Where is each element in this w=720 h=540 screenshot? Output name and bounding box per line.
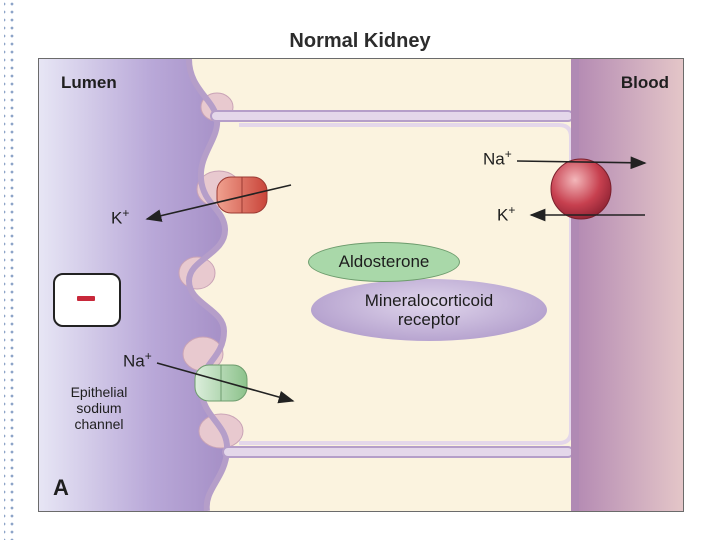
receptor-label-line-1: Mineralocorticoid [364, 291, 494, 310]
minus-sign-icon [77, 296, 95, 301]
blood-label: Blood [620, 73, 669, 92]
enac-label: Epithelial sodium channel [51, 384, 147, 432]
basal-potassium-label: K+ [497, 203, 516, 225]
apical-membrane [185, 59, 231, 511]
apical-sodium-label: Na+ [123, 349, 152, 371]
diagram-title: Normal Kidney [289, 30, 431, 52]
basolateral-membrane [571, 59, 579, 511]
enac-label-line-1: Epithelial [70, 384, 128, 400]
sodium-efflux-arrow [516, 156, 647, 170]
kidney-diagram: Lumen Blood K+ Na+ Na+ K+ Epithelial sod… [38, 58, 684, 512]
potassium-channel [216, 176, 268, 214]
sodium-absorption-arrow [156, 362, 295, 404]
receptor-label-line-2: receptor [397, 310, 461, 329]
sodium-potassium-pump [550, 158, 612, 220]
diagram-drawing [39, 59, 683, 511]
lumen-label: Lumen [61, 73, 117, 92]
potassium-secretion-arrow [145, 184, 292, 222]
enac-label-line-3: channel [74, 416, 124, 432]
mineralocorticoid-receptor: Mineralocorticoid receptor [311, 279, 547, 341]
lumen-region [39, 59, 228, 511]
epithelial-sodium-channel [194, 364, 248, 402]
negative-charge-indicator [53, 273, 121, 327]
panel-letter: A [53, 475, 69, 500]
slide-dot-border [4, 0, 16, 540]
enac-label-line-2: sodium [76, 400, 122, 416]
aldosterone-label: Aldosterone [338, 252, 430, 271]
apical-potassium-label: K+ [111, 206, 130, 228]
blood-region [575, 59, 683, 511]
aldosterone: Aldosterone [308, 242, 460, 282]
basal-sodium-label: Na+ [483, 147, 512, 169]
